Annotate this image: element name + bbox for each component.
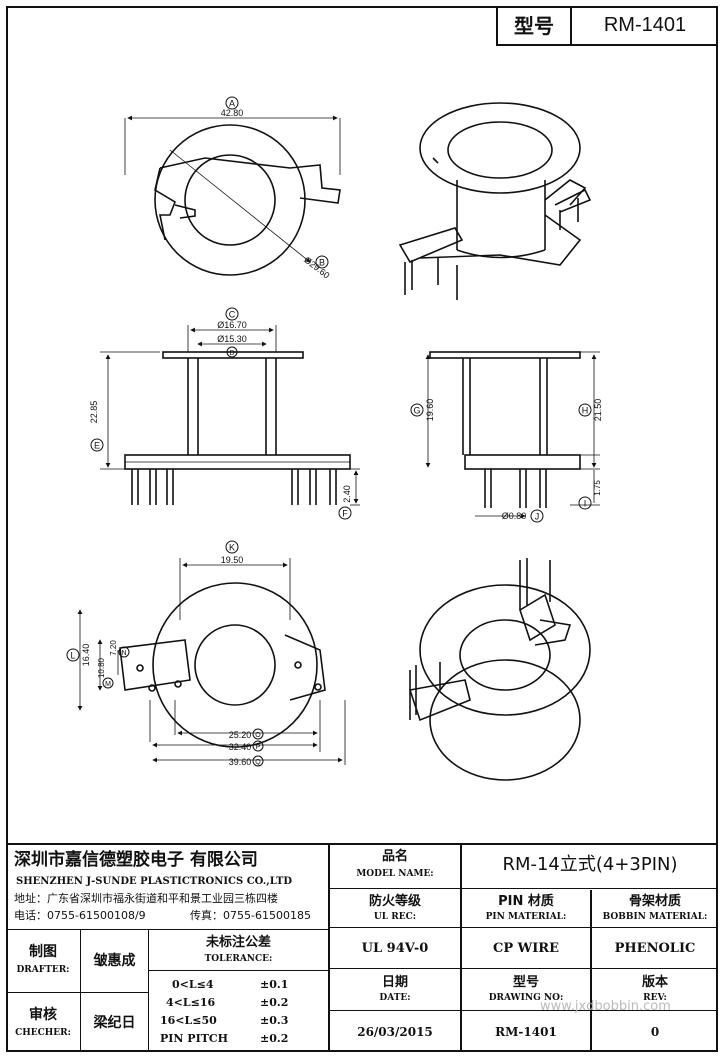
dim-label-J: J: [535, 512, 540, 522]
top-view: [124, 115, 341, 276]
tolerance-value: ±0.3: [260, 1014, 289, 1027]
bobbin-material-label-en: BOBBIN MATERIAL:: [602, 912, 708, 922]
company-name-en: SHENZHEN J-SUNDE PLASTICTRONICS CO.,LTD: [16, 876, 293, 887]
dim-label-B: B: [319, 258, 325, 268]
model-label-en: MODEL NAME:: [356, 869, 434, 879]
checker-label-en: CHECHER:: [15, 1028, 71, 1038]
dim-value-G: 19.60: [425, 399, 435, 422]
dim-label-H: H: [582, 406, 589, 416]
rev-label-cn: 版本: [641, 975, 668, 990]
tolerance-value: ±0.2: [260, 1032, 289, 1045]
drawing-no-label-en: DRAWING NO:: [488, 993, 564, 1003]
tolerance-value: ±0.1: [260, 978, 289, 991]
dim-label-L: L: [70, 651, 75, 661]
dim-value-C: Ø16.70: [217, 320, 247, 330]
dim-value-K: 19.50: [221, 555, 244, 565]
dim-value-E: 22.85: [89, 401, 99, 424]
dim-label-O: O: [255, 732, 261, 739]
watermark: www.jxdbobbin.com: [540, 999, 671, 1014]
model-value: RM-14立式(4+3PIN): [502, 854, 678, 875]
bobbin-material-value: PHENOLIC: [614, 941, 696, 956]
dim-value-F: 2.40: [342, 485, 352, 503]
checker-label-cn: 审核: [29, 1007, 57, 1023]
dim-value-H: 21.50: [593, 399, 603, 422]
dim-label-M: M: [105, 681, 111, 688]
dim-label-I: I: [584, 499, 587, 509]
drafter-label-cn: 制图: [29, 944, 57, 960]
dim-label-Q: Q: [255, 759, 261, 766]
drawing-frame: [6, 6, 718, 1052]
date-label-cn: 日期: [381, 975, 408, 990]
drafter-label-en: DRAFTER:: [16, 965, 70, 975]
drawing-no-value: RM-1401: [495, 1025, 557, 1039]
dim-value-D: Ø15.30: [217, 334, 247, 344]
dim-value-P: 32.40: [229, 742, 252, 752]
dim-value-A: 42.80: [221, 108, 244, 118]
dim-value-M: 10.80: [97, 657, 106, 678]
dim-label-F: F: [342, 509, 348, 519]
company-name-cn: 深圳市嘉信德塑胶电子 有限公司: [14, 850, 258, 870]
company-fax: 传真：0755-61500185: [190, 909, 311, 922]
checker-value: 梁纪日: [93, 1015, 136, 1031]
tolerance-label-en: TOLERANCE:: [204, 954, 273, 964]
rev-value: 0: [650, 1025, 660, 1039]
pin-material-label-en: PIN MATERIAL:: [485, 912, 567, 922]
dim-value-O: 25.20: [229, 730, 252, 740]
tolerance-value: ±0.2: [260, 996, 289, 1009]
tolerance-range: PIN PITCH: [160, 1032, 229, 1045]
company-address: 地址：广东省深圳市福永街道和平和景工业园三栋四楼: [14, 892, 278, 905]
dim-label-N: N: [121, 650, 126, 657]
header-value: RM-1401: [603, 14, 687, 36]
dim-value-Q: 39.60: [229, 757, 252, 767]
ul-label-en: UL REC:: [373, 912, 417, 922]
tolerance-range: 0<L≤4: [172, 978, 214, 991]
tolerance-range: 4<L≤16: [166, 996, 216, 1009]
drafter-value: 皱惠成: [93, 953, 136, 969]
dim-label-C: C: [229, 310, 236, 320]
isometric-bottom: [408, 558, 591, 781]
dim-label-K: K: [229, 543, 235, 553]
dim-label-D: D: [229, 350, 234, 357]
dim-label-A: A: [229, 99, 235, 109]
drawing-no-label-cn: 型号: [512, 975, 539, 990]
date-label-en: DATE:: [379, 993, 411, 1003]
dim-value-N: 7.20: [109, 640, 118, 656]
dim-label-P: P: [256, 744, 261, 751]
front-view: [100, 325, 360, 506]
date-value: 26/03/2015: [357, 1025, 433, 1039]
dim-value-I: 1.75: [593, 480, 602, 496]
tolerance-label-cn: 未标注公差: [205, 935, 271, 950]
technical-drawing: A 42.80 Ø29.60 B C Ø16.70 Ø15.30 D 22.85…: [66, 96, 603, 781]
dim-value-L: 16.40: [81, 644, 91, 667]
header-label: 型号: [514, 14, 554, 38]
header-box: [496, 6, 718, 46]
rev-label-en: REV:: [643, 993, 667, 1003]
pin-material-label-cn: PIN 材质: [498, 894, 554, 909]
bottom-view: [77, 558, 346, 765]
dim-label-E: E: [94, 441, 100, 451]
isometric-top: [398, 102, 592, 300]
dim-value-J: Ø0.80: [502, 511, 527, 521]
ul-label-cn: 防火等级: [368, 894, 421, 909]
tolerance-range: 16<L≤50: [160, 1014, 217, 1027]
bobbin-material-label-cn: 骨架材质: [628, 894, 681, 909]
pin-material-value: CP WIRE: [492, 941, 560, 956]
ul-value: UL 94V-0: [361, 941, 429, 956]
dim-label-G: G: [413, 406, 420, 416]
side-view: [425, 351, 600, 519]
company-phone: 电话：0755-61500108/9: [14, 909, 146, 922]
model-label-cn: 品名: [381, 849, 408, 864]
